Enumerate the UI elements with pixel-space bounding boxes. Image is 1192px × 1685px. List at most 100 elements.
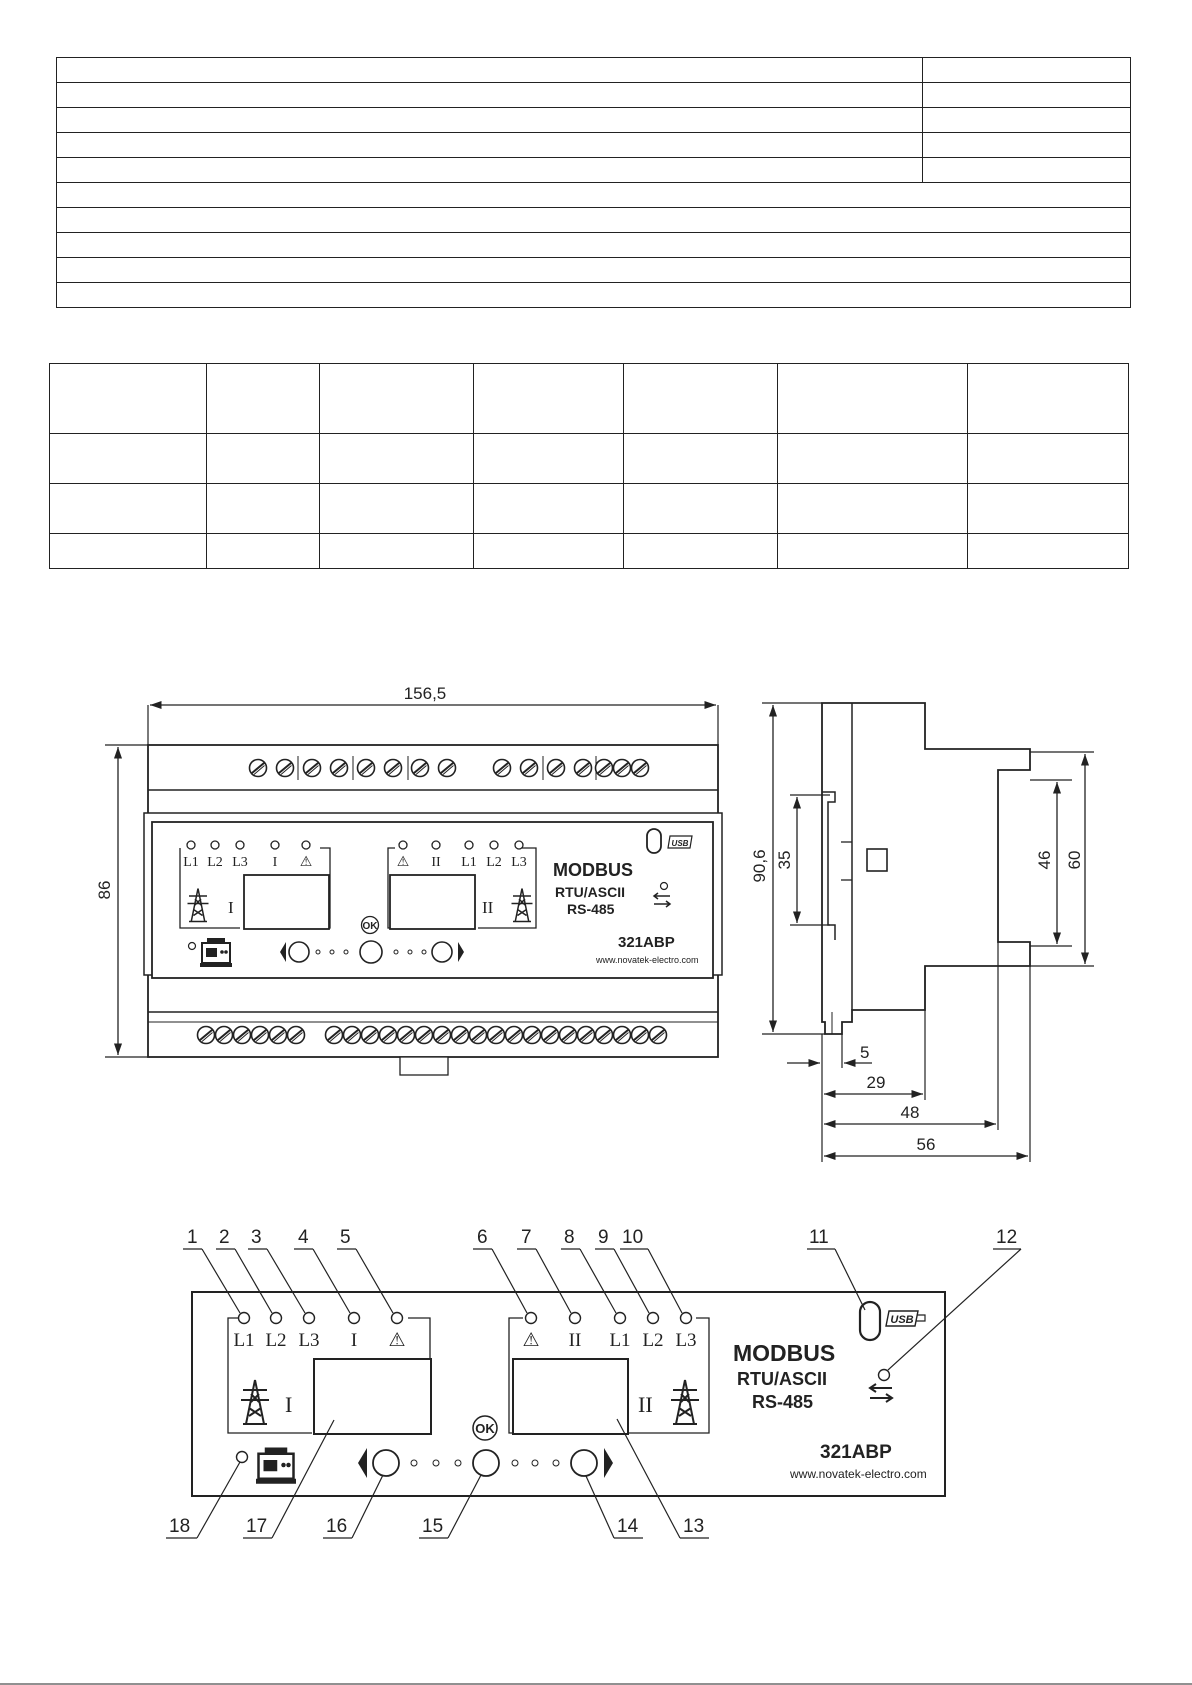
generator-icon — [199, 937, 233, 968]
callout-1: 1 — [187, 1227, 198, 1248]
input-label: I — [285, 1392, 292, 1417]
ok-button[interactable] — [359, 940, 383, 964]
warning-icon: ⚠ — [397, 855, 410, 870]
website-label: www.novatek-electro.com — [789, 1467, 927, 1481]
callout-8: 8 — [564, 1227, 575, 1248]
callout-13: 13 — [683, 1516, 704, 1537]
callout-16: 16 — [326, 1516, 347, 1537]
led-label: L1 — [461, 855, 477, 870]
interface-label: RS-485 — [752, 1392, 813, 1412]
dim-height: 86 — [95, 881, 114, 900]
transfer-arrows-icon — [868, 1383, 894, 1403]
ok-label: OK — [475, 1421, 495, 1436]
callout-14: 14 — [617, 1516, 639, 1537]
warning-icon: ⚠ — [300, 855, 313, 870]
input-label: I — [228, 898, 234, 917]
rs485-led — [877, 1368, 891, 1382]
dim-29: 29 — [867, 1073, 886, 1092]
led-label: L3 — [298, 1330, 319, 1351]
left-button[interactable] — [372, 1449, 400, 1477]
led-label: L1 — [233, 1330, 254, 1351]
model-label: 321ABP — [820, 1442, 892, 1463]
generator-led — [235, 1450, 249, 1464]
generator-icon — [254, 1446, 298, 1485]
callout-7: 7 — [521, 1227, 532, 1248]
dim-56: 56 — [917, 1135, 936, 1154]
front-panel-small: L1 L2 L3 I ⚠ ⚠ II L1 L2 L3 I II OK — [179, 828, 699, 968]
right-button[interactable] — [570, 1449, 598, 1477]
led-label: II — [431, 855, 441, 870]
table-row — [56, 257, 1131, 283]
usb-icon — [885, 1310, 919, 1327]
callout-3: 3 — [251, 1227, 262, 1248]
brand-label: MODBUS — [733, 1340, 835, 1366]
display-left — [243, 874, 330, 930]
dim-60: 60 — [1065, 851, 1084, 870]
led-label: L2 — [265, 1330, 286, 1351]
led-label: L2 — [642, 1330, 663, 1351]
top-terminal-block — [248, 756, 650, 780]
table-row — [56, 207, 1131, 233]
transfer-arrows-icon — [652, 892, 672, 908]
table-row — [49, 433, 1129, 484]
table-row — [56, 132, 1131, 158]
usb-port[interactable] — [646, 828, 662, 854]
protocol-label: RTU/ASCII — [737, 1369, 827, 1389]
table-row — [56, 157, 1131, 183]
callout-numbers: 1 2 3 4 5 6 7 8 9 10 11 12 13 14 15 16 1… — [169, 1227, 1017, 1537]
usb-label: USB — [672, 839, 689, 848]
chevron-left-icon — [358, 1448, 367, 1478]
callout-18: 18 — [169, 1516, 190, 1537]
ok-label: OK — [363, 921, 379, 932]
callout-9: 9 — [598, 1227, 609, 1248]
left-button[interactable] — [288, 941, 310, 963]
usb-label: USB — [890, 1314, 913, 1326]
table-row — [49, 533, 1129, 569]
led-label: I — [351, 1330, 357, 1351]
protocol-label: RTU/ASCII — [555, 884, 625, 900]
table-row — [49, 483, 1129, 534]
front-view: 156,5 86 — [95, 684, 723, 1076]
brand-label: MODBUS — [553, 860, 633, 880]
right-button[interactable] — [431, 941, 453, 963]
callout-11: 11 — [809, 1227, 829, 1248]
usb-icon — [667, 835, 693, 849]
dim-width: 156,5 — [404, 684, 447, 703]
led-label: L2 — [207, 855, 223, 870]
callout-15: 15 — [422, 1516, 443, 1537]
callout-5: 5 — [340, 1227, 351, 1248]
side-view: 90,6 35 46 60 5 29 48 56 — [750, 702, 1094, 1162]
led-label: L3 — [232, 855, 248, 870]
dim-side-height: 90,6 — [750, 849, 769, 882]
callout-6: 6 — [477, 1227, 488, 1248]
ok-button[interactable] — [472, 1449, 500, 1477]
front-panel-detail: L1 L2 L3 I ⚠ ⚠ II L1 L2 L3 I II OK USB M… — [191, 1291, 946, 1497]
led-label: L1 — [609, 1330, 630, 1351]
led-label: I — [273, 855, 278, 870]
callout-10: 10 — [622, 1227, 643, 1248]
led-label: II — [569, 1330, 582, 1351]
usb-port[interactable] — [858, 1300, 882, 1342]
warning-icon: ⚠ — [388, 1330, 405, 1351]
dim-rail: 35 — [775, 851, 794, 870]
led-label: L3 — [511, 855, 527, 870]
website-label: www.novatek-electro.com — [595, 955, 699, 965]
dim-46: 46 — [1035, 851, 1054, 870]
interface-label: RS-485 — [567, 901, 615, 917]
parameters-table — [56, 57, 1131, 308]
characteristics-table — [49, 363, 1129, 569]
callout-17: 17 — [246, 1516, 267, 1537]
led-label: L2 — [486, 855, 502, 870]
warning-icon: ⚠ — [522, 1330, 539, 1351]
table-row — [56, 282, 1131, 308]
display-right — [389, 874, 476, 930]
callout-12: 12 — [996, 1227, 1017, 1248]
led-label: L3 — [675, 1330, 696, 1351]
chevron-right-icon — [604, 1448, 613, 1478]
input-label: II — [482, 898, 494, 917]
dim-5: 5 — [860, 1043, 869, 1062]
display-left — [313, 1358, 432, 1435]
dim-48: 48 — [901, 1103, 920, 1122]
callout-4: 4 — [298, 1227, 309, 1248]
callout-2: 2 — [219, 1227, 230, 1248]
